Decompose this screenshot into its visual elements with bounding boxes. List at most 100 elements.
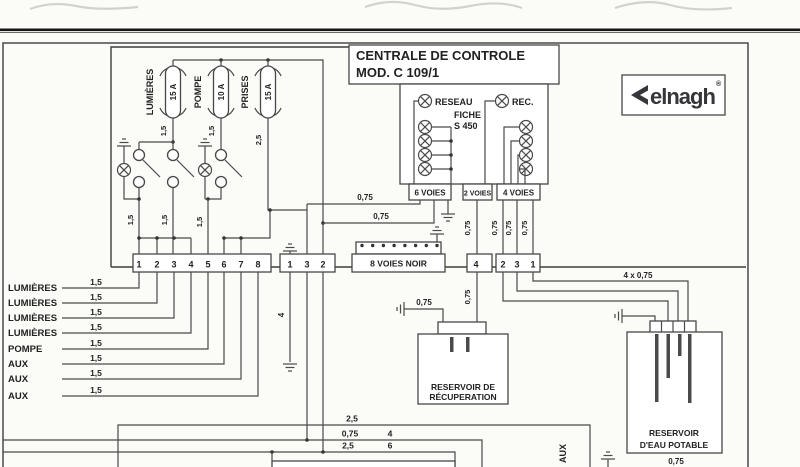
probe-rod	[655, 334, 659, 402]
switch-contact	[132, 148, 146, 162]
circuit-gauge: 1,5	[90, 368, 102, 378]
terminal-number: 4	[188, 260, 193, 270]
registered-mark: ®	[716, 80, 722, 88]
indicator-lamp-icon	[116, 162, 132, 178]
ground-icon	[282, 243, 298, 252]
prises-wire	[267, 118, 307, 211]
switch-contact	[132, 175, 146, 189]
circuit-gauge: 1,5	[90, 277, 102, 287]
connector-4voies-label: 4 VOIES	[503, 189, 535, 198]
tank-label: RESERVOIR	[649, 428, 699, 438]
fuse-prises: 15 A PRISES 2,5	[240, 60, 307, 211]
lumieres-switches: 1,5 1,5	[116, 138, 195, 254]
wire-gauge-label: 0,75	[373, 212, 389, 221]
ground-icon	[440, 213, 456, 222]
probe-rod	[678, 334, 682, 356]
wire-gauge-label: 1,5	[207, 126, 216, 136]
circuit-label: LUMIÈRES	[8, 313, 57, 324]
wire-gauge-label: 0,75	[357, 193, 373, 202]
scan-artifact	[29, 2, 139, 11]
switch-blade	[224, 159, 243, 178]
probe-bundle-wires	[502, 272, 689, 321]
terminal-block-132: 1 3 2 4	[277, 204, 336, 452]
fuse-name: PRISES	[240, 75, 250, 108]
circuit-gauge: 1,5	[90, 307, 102, 317]
terminal-strip: 1 2 3 4 5 6 7 8 1 3 2 4 8 VOIES NO	[132, 204, 541, 452]
probe-connector	[437, 321, 487, 335]
tank-box	[417, 333, 509, 405]
probe-rod	[666, 334, 670, 378]
circuit-gauge: 1,5	[90, 322, 102, 332]
circuit-label: AUX	[8, 374, 29, 385]
top-rule-shadow	[0, 32, 800, 33]
reservoir-recuperation: 0,75 0,75 RESERVOIR DE RÉCUPERATION	[396, 272, 509, 405]
rec-wire	[484, 100, 496, 184]
terminal-number: 1	[136, 260, 141, 270]
switch-contact	[166, 175, 180, 189]
circuit-gauge: 1,5	[90, 385, 102, 395]
wire-gauge-label: 2,5	[342, 441, 354, 451]
tank-label: D'EAU POTABLE	[640, 440, 709, 450]
clipped-component-box	[271, 460, 456, 467]
circuit-gauge: 1,5	[90, 338, 102, 348]
fuse-rating: 10 A	[217, 83, 226, 100]
connector-6voies	[408, 183, 452, 201]
supply-bus	[173, 59, 324, 254]
wire-gauge-label: 0,75	[416, 298, 432, 307]
switch-contact	[166, 148, 180, 162]
terminal-block-4: 4	[466, 253, 493, 273]
wire-gauge-label: 0,75	[668, 457, 684, 466]
switch-contact	[214, 175, 228, 189]
wire-gauge-label: 1,5	[160, 215, 169, 225]
circuit-label: LUMIÈRES	[8, 298, 57, 309]
terminal-number: 2	[320, 260, 325, 270]
circuit-gauge: 1,5	[90, 353, 102, 363]
switch-contact	[214, 148, 228, 162]
wire-gauge-label: 2,5	[346, 414, 358, 424]
connector-4voies	[496, 183, 541, 201]
wire-gauge-label: 1,5	[159, 126, 168, 136]
fuse-section: 15 A LUMIÈRES 1,5 10 A POMPE 1,5 15 A PR…	[116, 58, 325, 254]
circuit-label: AUX	[8, 359, 29, 370]
terminal-number: 4	[473, 260, 478, 270]
wire-gauge-label: 2,5	[254, 135, 263, 145]
title-box	[348, 44, 560, 85]
switch-blade	[142, 159, 161, 178]
fuse-lumieres: 15 A LUMIÈRES 1,5	[145, 60, 187, 142]
connector-6voies-label: 6 VOIES	[414, 189, 446, 198]
terminal-number: 2	[154, 260, 159, 270]
terminal-number: 3	[304, 260, 309, 270]
connector-8voies-noir: 8 VOIES NOIR	[351, 226, 446, 273]
rec-label: REC.	[512, 97, 534, 107]
circuit-label: AUX	[8, 391, 29, 402]
connector-2voies-label: 2 VOIES	[464, 191, 492, 198]
indicator-lamp-icon	[197, 162, 213, 178]
wire-gauge-label: 4	[388, 429, 393, 439]
bottom-wiring: 2,5 0,75 4 2,5 6 AUX	[3, 414, 616, 467]
terminal-block-8	[132, 253, 272, 273]
wire-gauge-label: 0,75	[463, 290, 472, 305]
unit-model: MOD. C 109/1	[356, 65, 439, 80]
wire-gauge-label: 1,5	[126, 215, 135, 225]
fuse-rating: 15 A	[264, 83, 273, 100]
ground-icon	[197, 138, 213, 147]
circuit-label: LUMIÈRES	[8, 283, 57, 294]
terminal-number: 2	[500, 260, 505, 270]
tank-box	[626, 331, 723, 454]
ground-icon	[600, 451, 616, 460]
unit-title: CENTRALE DE CONTROLE	[356, 48, 525, 63]
wire-gauge-label: 1,5	[195, 217, 204, 227]
top-rule	[0, 28, 800, 32]
reservoir-potable: 4 x 0,75 RESERVOIR D'EAU POTABLE 0,75	[502, 271, 723, 466]
control-unit: CENTRALE DE CONTROLE MOD. C 109/1 RESEAU…	[307, 44, 560, 254]
wire-gauge-label: 4	[277, 312, 286, 317]
circuit-label: LUMIÈRES	[8, 328, 57, 339]
terminal-number: 1	[287, 260, 292, 270]
probe-rod	[450, 337, 454, 352]
fuse-name: LUMIÈRES	[145, 69, 155, 116]
terminal-number: 3	[514, 260, 519, 270]
reseau-label: RESEAU	[435, 97, 473, 107]
